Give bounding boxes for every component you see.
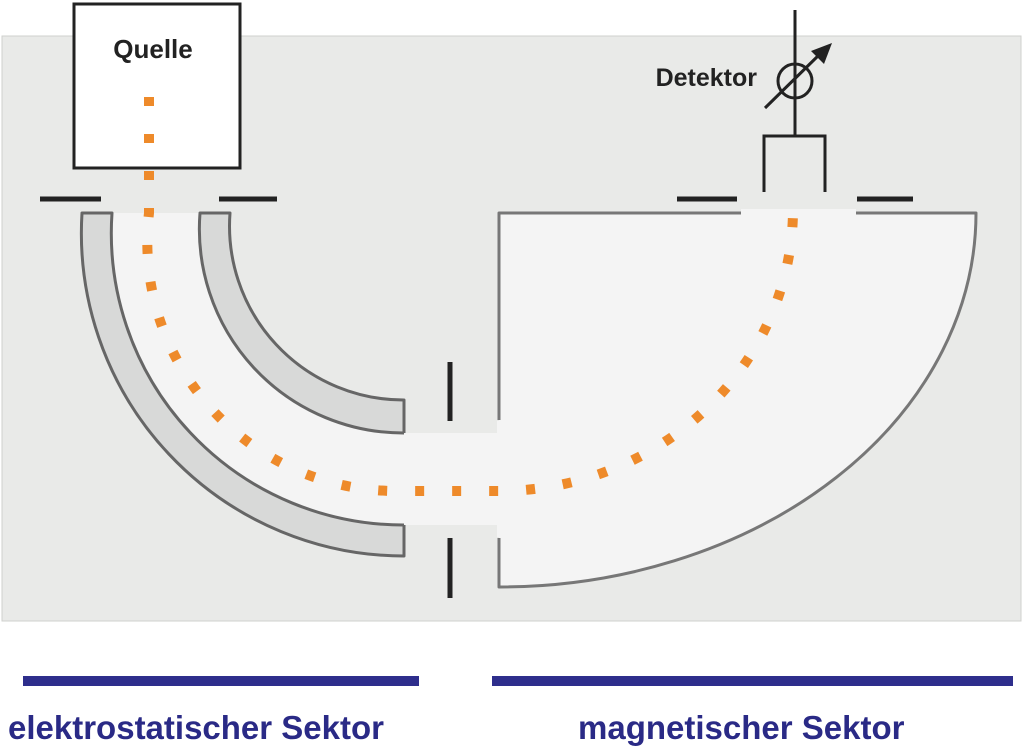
electrostatic-channel: [111, 213, 404, 526]
magnetic-sector: [497, 211, 978, 589]
outer-electrode: [79, 211, 406, 558]
magnetic-sector-label: magnetischer Sektor: [578, 709, 905, 746]
source-label: Quelle: [113, 34, 192, 64]
meter-arrow-icon: [763, 43, 832, 110]
magnetic-exit-opening: [741, 209, 856, 217]
magnetic-sector-bar: [492, 676, 1013, 686]
intermediate-channel: [404, 433, 500, 525]
detector-label: Detektor: [656, 64, 758, 92]
source-box: [72, 2, 242, 170]
electrostatic-sector-bar: [23, 676, 419, 686]
magnetic-entry-opening: [497, 421, 503, 537]
electrostatic-sector-label: elektrostatischer Sektor: [8, 709, 385, 746]
